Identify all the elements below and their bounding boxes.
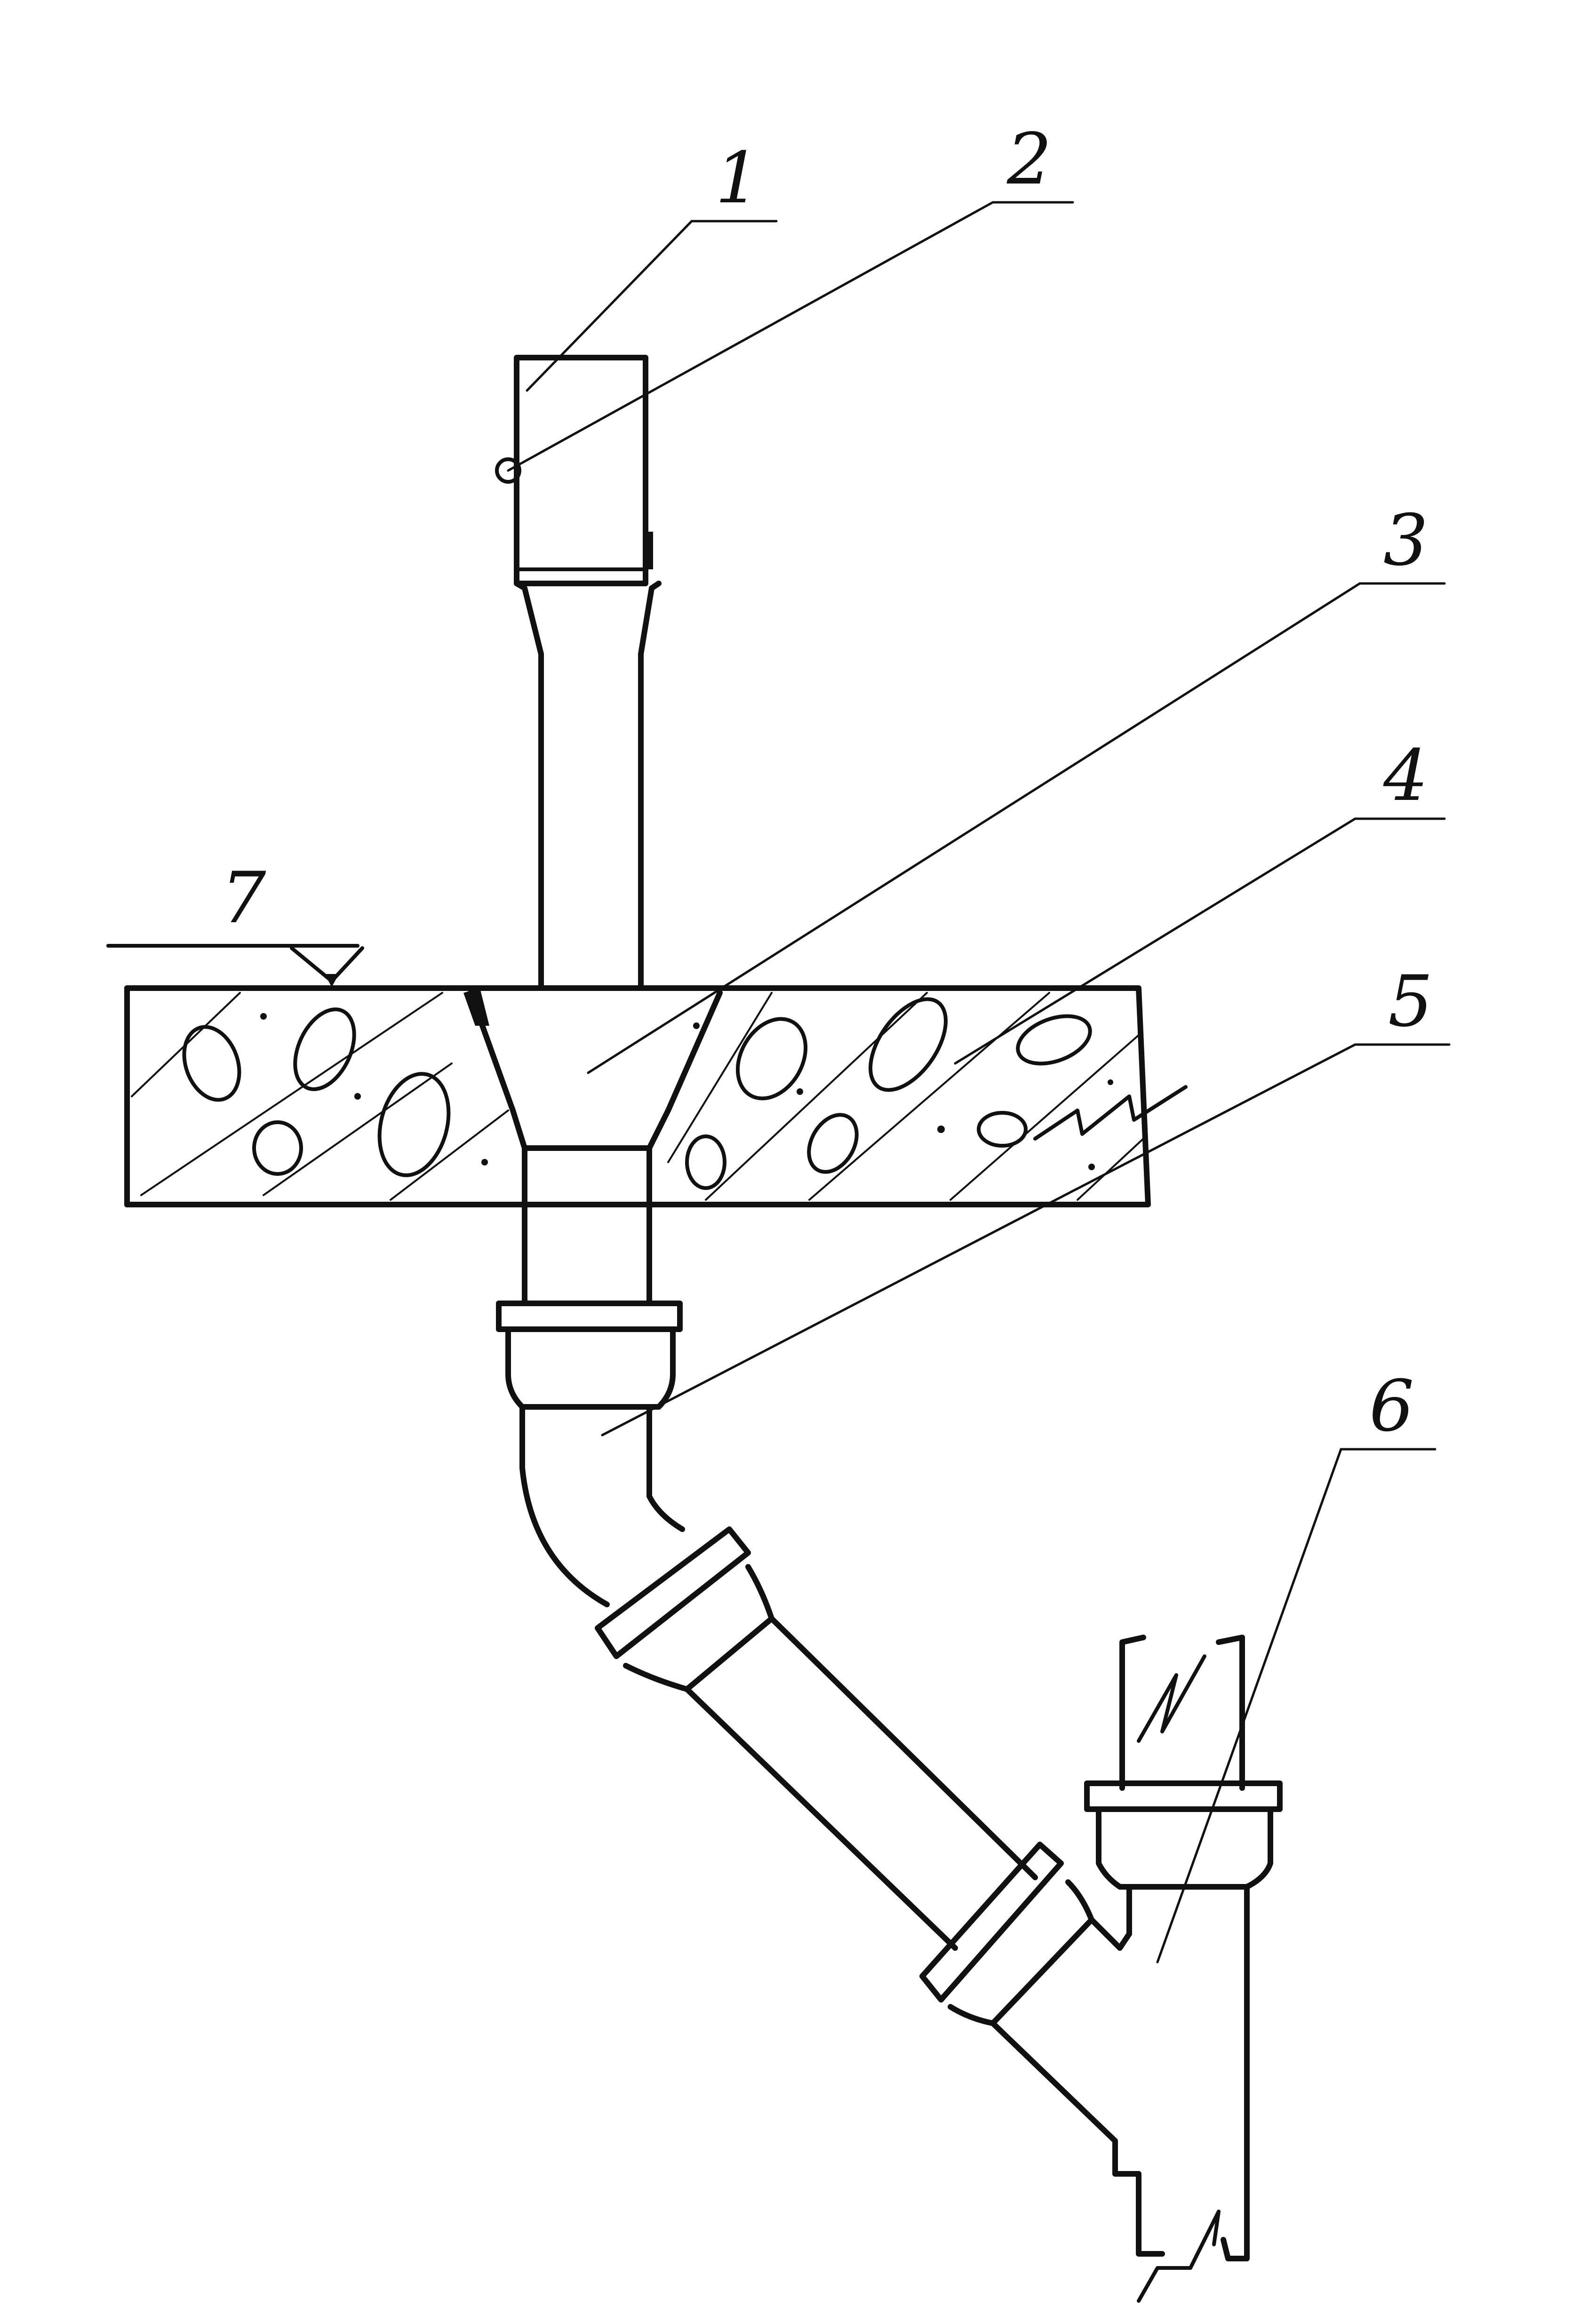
lower-pipe	[496, 1202, 1165, 2257]
part-7-floor-level-marker	[106, 944, 364, 987]
callout-1: 1	[715, 137, 760, 219]
callout-2: 2	[1006, 119, 1052, 200]
part-3-floor-drain-funnel	[463, 988, 723, 1207]
part-2-ring	[495, 201, 994, 569]
callout-labels: 1 2 3 4 5 6 7	[221, 119, 1433, 1447]
part-6-tee-fitting	[1084, 1635, 1283, 2303]
part-1-cap-marker	[526, 220, 693, 392]
callout-4: 4	[1383, 735, 1428, 817]
callout-7: 7	[221, 857, 266, 939]
callout-6: 6	[1369, 1365, 1414, 1447]
concrete-floor-slab	[124, 985, 1188, 1207]
callout-3: 3	[1383, 500, 1428, 582]
leader-lines	[587, 201, 1451, 1964]
upper-pipe	[514, 355, 662, 989]
callout-5: 5	[1388, 961, 1433, 1043]
